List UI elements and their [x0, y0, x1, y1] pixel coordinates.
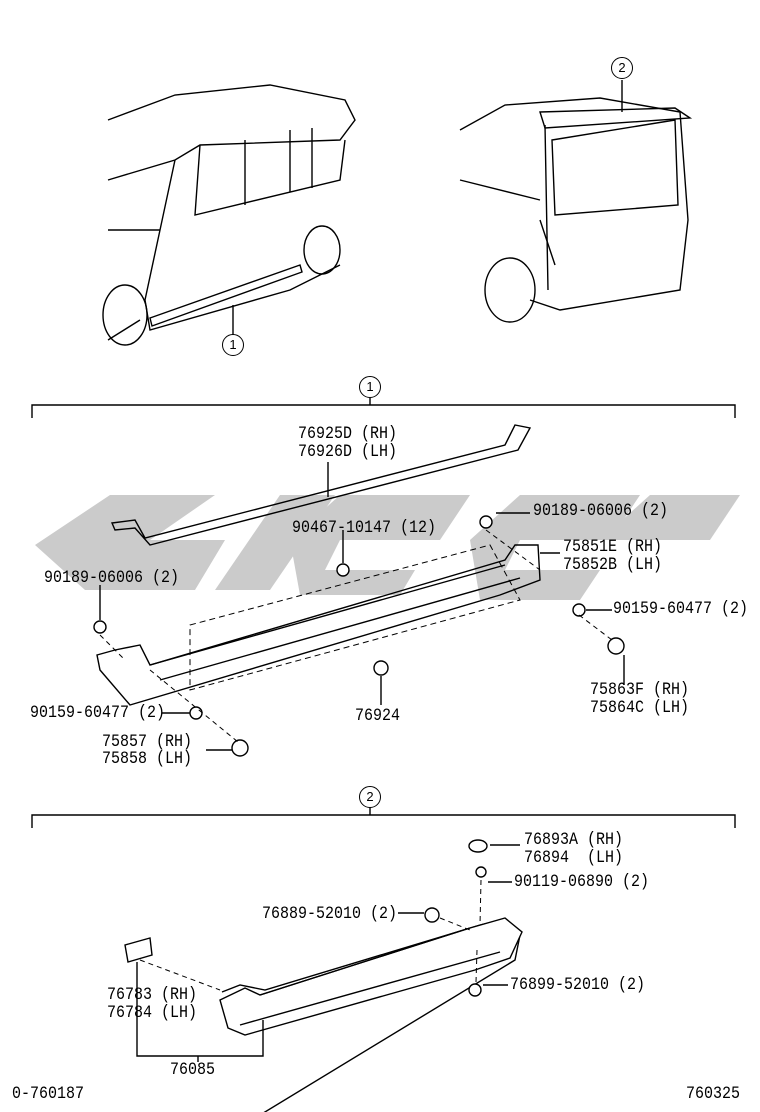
label-screw-left: 90159-60477 (2) [30, 703, 166, 723]
label-clip: 76899-52010 (2) [510, 975, 646, 995]
label-spoiler-assy: 76085 [170, 1060, 216, 1080]
footer-right-code: 760325 [686, 1084, 741, 1104]
label-cover-rh: 76893A (RH) [524, 830, 624, 850]
callout-section1: 1 [359, 376, 381, 398]
label-cap-left-rh: 75857 (RH) [102, 732, 193, 752]
label-clip-center: 76924 [355, 706, 401, 726]
label-skirt-rh: 75851E (RH) [563, 537, 663, 557]
footer-left-code: 0-760187 [12, 1084, 85, 1104]
label-nut-right: 90189-06006 (2) [533, 501, 669, 521]
label-cover-lh: 76894 (LH) [524, 848, 624, 868]
label-cap-right-rh: 75863F (RH) [590, 680, 690, 700]
label-clip-12: 90467-10147 (12) [292, 518, 437, 538]
label-cap-left-lh: 75858 (LH) [102, 749, 193, 769]
door-moulding-part [110, 424, 532, 546]
label-screw: 90119-06890 (2) [514, 872, 650, 892]
label-moulding-rh: 76925D (RH) [298, 424, 398, 444]
watermark-logo [35, 495, 740, 600]
label-cap-right-lh: 75864C (LH) [590, 698, 690, 718]
label-grommet: 76889-52010 (2) [262, 904, 398, 924]
fasteners [93, 515, 625, 757]
label-end-lh: 76784 (LH) [107, 1003, 198, 1023]
label-nut-left: 90189-06006 (2) [44, 568, 180, 588]
callout-side-skirt: 1 [222, 334, 244, 356]
section1-bracket [31, 404, 736, 418]
label-end-rh: 76783 (RH) [107, 985, 198, 1005]
car-rear-view [459, 80, 693, 323]
side-skirt-part [96, 544, 541, 706]
label-screw-right: 90159-60477 (2) [613, 599, 749, 619]
car-side-view [102, 84, 356, 346]
callout-section2: 2 [359, 786, 381, 808]
label-skirt-lh: 75852B (LH) [563, 555, 663, 575]
callout-rear-spoiler: 2 [611, 57, 633, 79]
section2-bracket [31, 814, 736, 828]
label-moulding-lh: 76926D (LH) [298, 442, 398, 462]
